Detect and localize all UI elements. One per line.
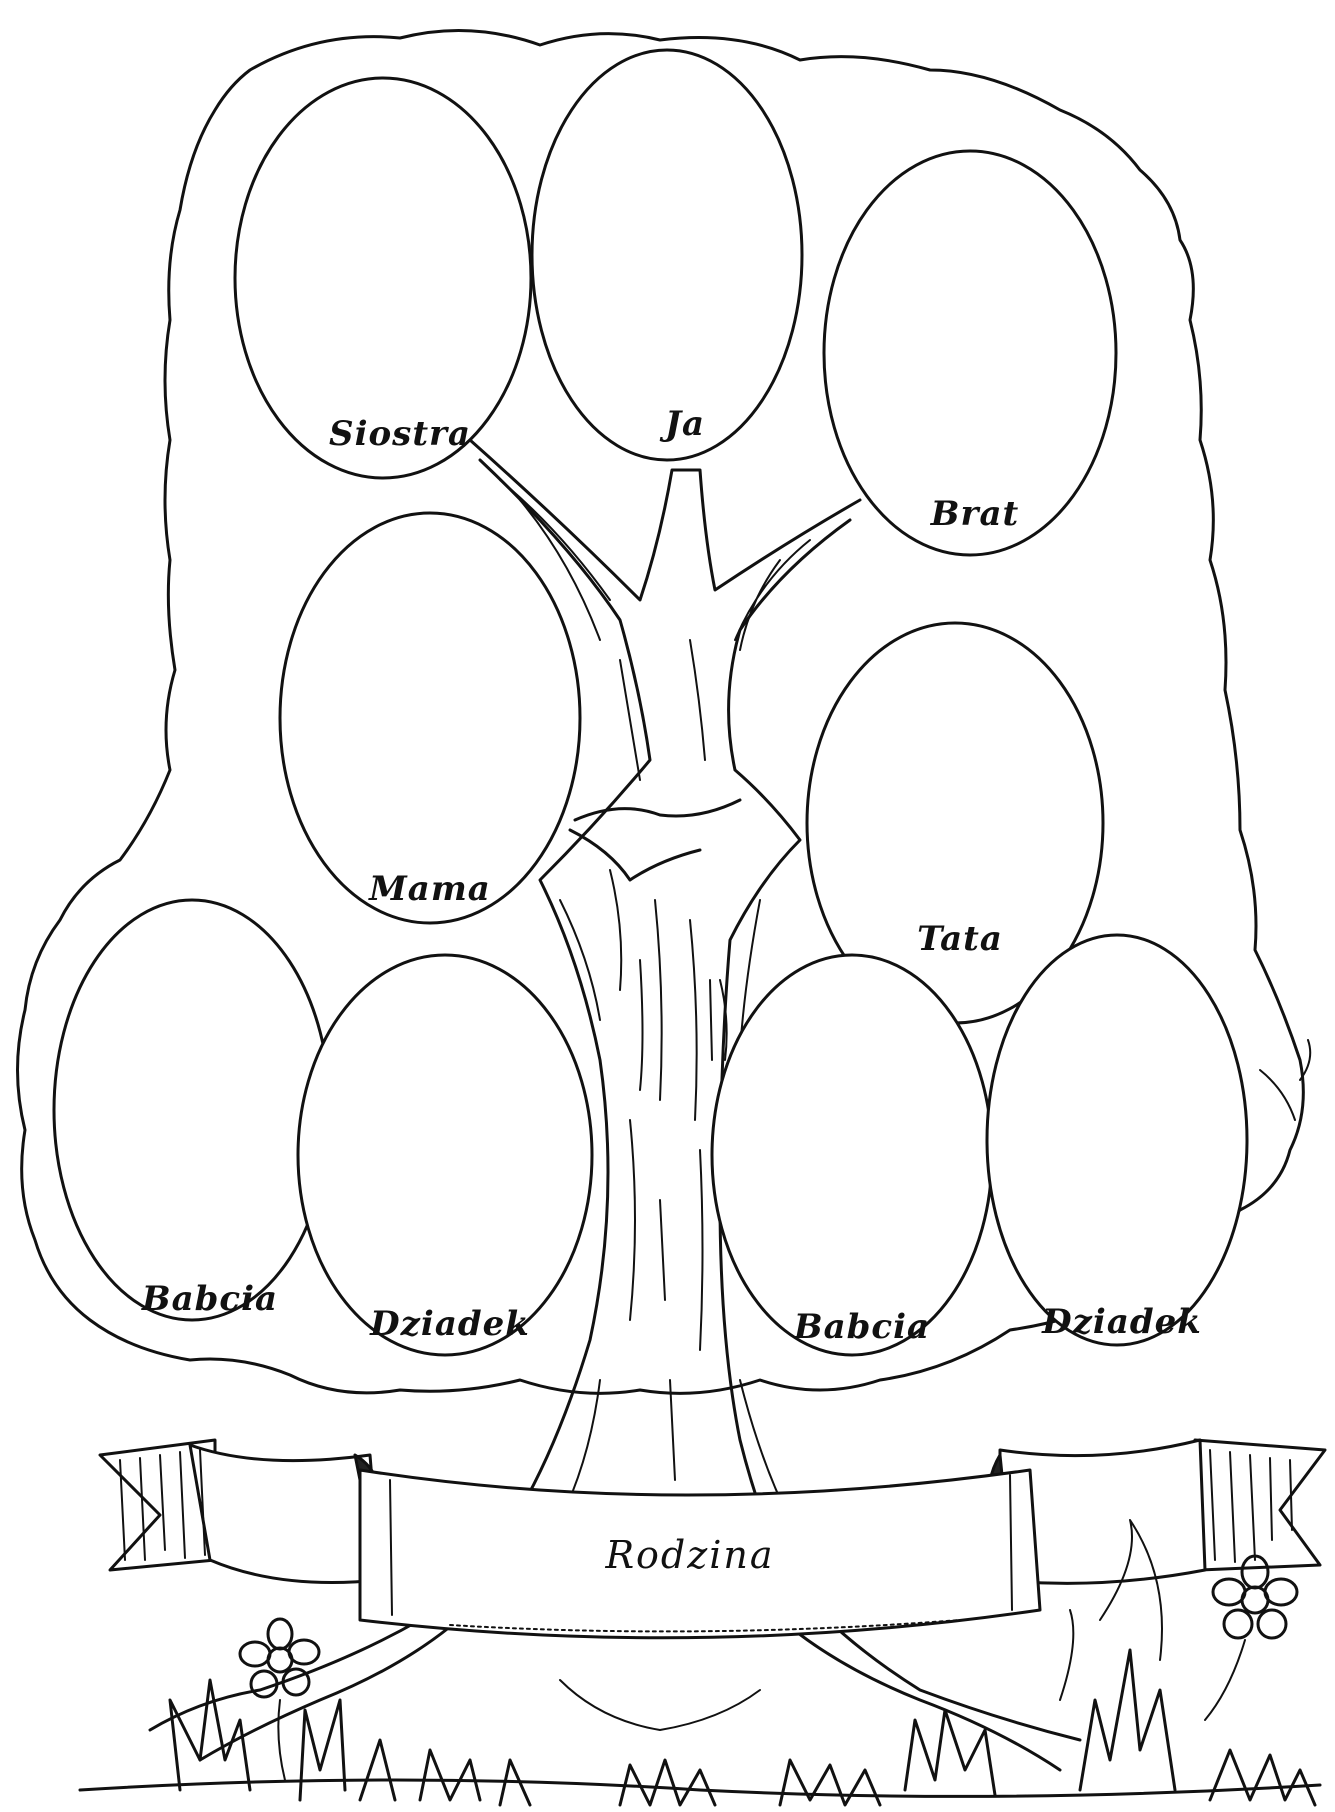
label-dziadek-left: Dziadek [369, 1304, 530, 1344]
label-brat: Brat [930, 494, 1019, 534]
flower-left-icon [240, 1619, 319, 1780]
label-babcia-left: Babcia [141, 1279, 278, 1319]
oval-dziadek-right [987, 935, 1247, 1345]
label-babcia-right: Babcia [793, 1307, 930, 1347]
oval-mama [280, 513, 580, 923]
label-tata: Tata [917, 919, 1003, 959]
label-dziadek-right: Dziadek [1041, 1302, 1202, 1342]
oval-babcia-right [712, 955, 992, 1355]
label-ja: Ja [659, 404, 705, 444]
flower-right-icon [1205, 1556, 1297, 1720]
oval-ja [532, 50, 802, 460]
member-ovals [54, 50, 1247, 1355]
oval-dziadek-left [298, 955, 592, 1355]
label-siostra: Siostra [329, 414, 471, 454]
banner-title: Rodzina [604, 1533, 774, 1577]
oval-babcia-left [54, 900, 330, 1320]
label-mama: Mama [368, 869, 491, 909]
